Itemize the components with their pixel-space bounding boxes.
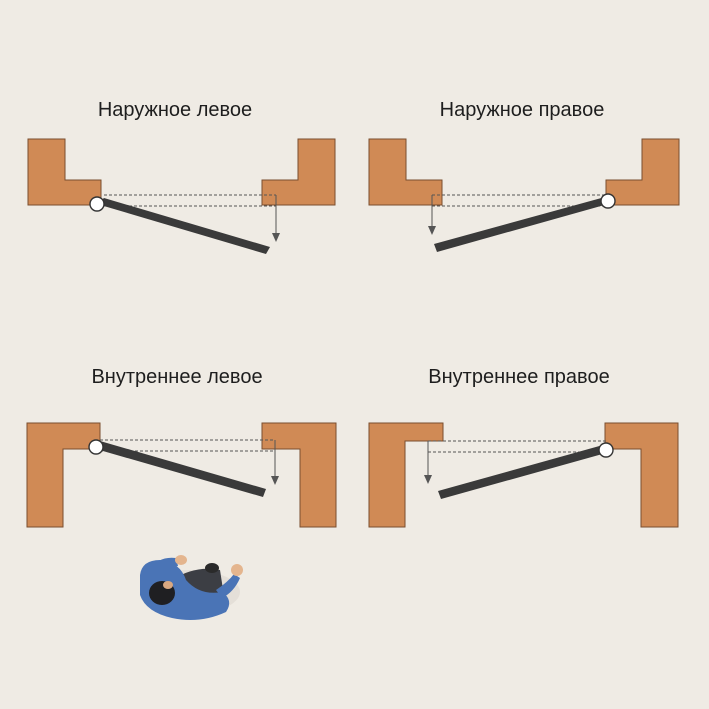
panel-title-inner-right: Внутреннее правое [428, 366, 609, 388]
swing-arrow-head [428, 226, 436, 235]
swing-arrow-head [424, 475, 432, 484]
right-frame-jamb [261, 422, 337, 528]
person-top-view-icon [140, 555, 243, 620]
panel-outer-left: Наружное левое [27, 99, 336, 254]
hinge-icon [88, 439, 104, 455]
hinge-icon [600, 193, 616, 209]
person-arm [150, 557, 178, 578]
hinge-icon [89, 196, 105, 212]
left-frame-jamb [27, 138, 102, 206]
left-frame-jamb [26, 422, 101, 528]
person-hand [231, 564, 243, 576]
door-leaf [434, 197, 608, 252]
door-leaf [438, 445, 606, 499]
hinge-icon [598, 442, 614, 458]
person-hand [175, 555, 187, 565]
person-torso [140, 560, 230, 620]
person-shoe [205, 563, 219, 573]
person-arm [216, 574, 240, 598]
panel-outer-right: Наружное правое [368, 99, 680, 252]
left-frame-jamb [368, 422, 444, 528]
panel-inner-right: Внутреннее правое [368, 366, 679, 528]
right-frame-jamb [261, 138, 336, 206]
panel-title-inner-left: Внутреннее левое [91, 366, 262, 388]
panel-title-outer-left: Наружное левое [98, 99, 252, 121]
person-face [163, 581, 173, 589]
door-leaf [96, 441, 266, 497]
swing-arrow-head [271, 476, 279, 485]
left-frame-jamb [368, 138, 443, 206]
panel-inner-left: Внутреннее левое [26, 366, 337, 528]
door-leaf [97, 198, 270, 254]
panel-title-outer-right: Наружное правое [440, 99, 605, 121]
swing-arrow-head [272, 233, 280, 242]
